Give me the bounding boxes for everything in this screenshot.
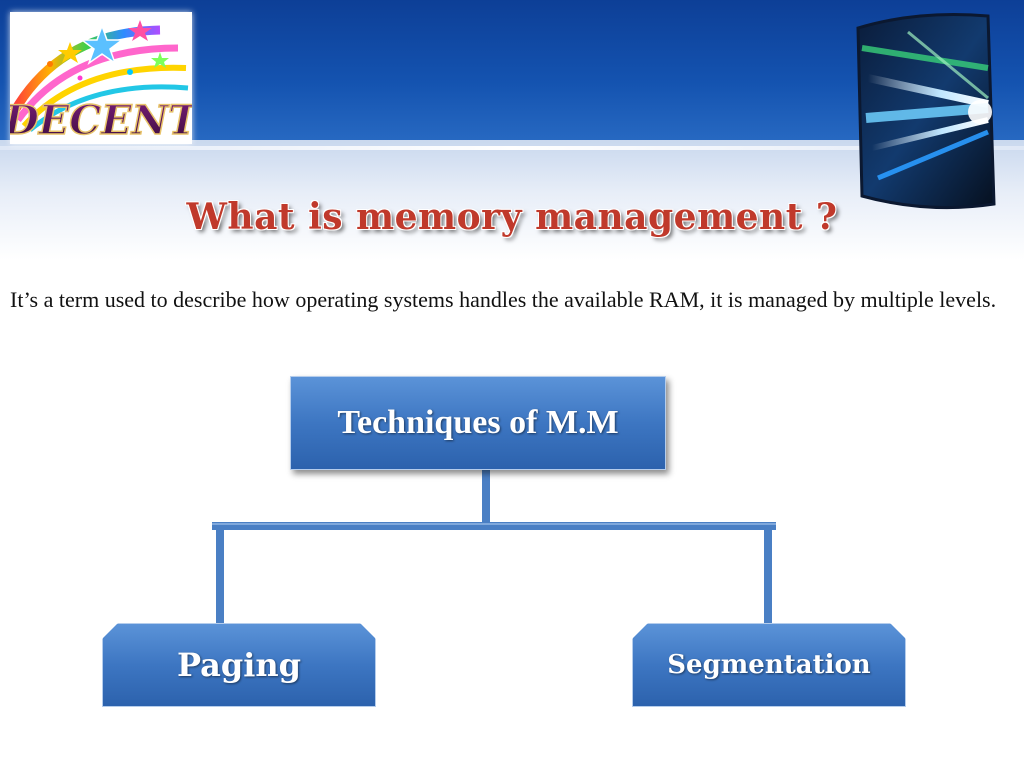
decent-logo: DECENT	[10, 12, 192, 144]
light-streaks-cube-icon	[848, 8, 998, 214]
diagram-root-node: Techniques of M.M	[290, 376, 666, 470]
diagram-node-paging: Paging	[102, 623, 376, 707]
header-divider	[0, 146, 1024, 150]
slide-description: It’s a term used to describe how operati…	[10, 287, 997, 312]
rainbow-stars-logo-icon: DECENT	[10, 20, 192, 144]
header-glow	[0, 140, 1024, 260]
diagram-node-segmentation: Segmentation	[632, 623, 906, 707]
slide-title: What is memory management ?	[186, 196, 838, 238]
logo-wordmark: DECENT	[10, 97, 192, 144]
